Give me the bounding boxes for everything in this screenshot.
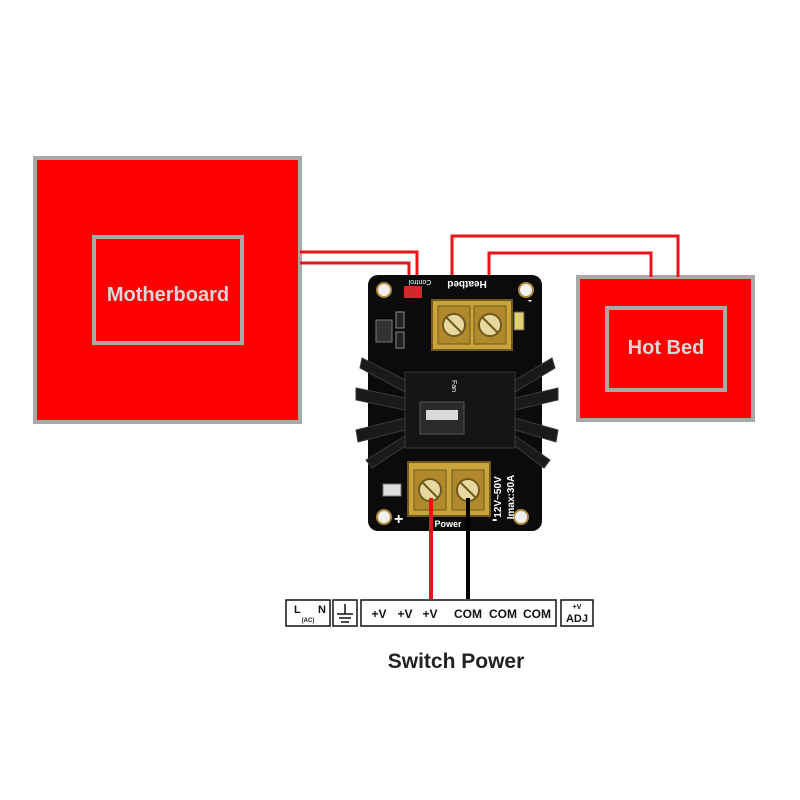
psu-v3-label: +V xyxy=(422,607,437,621)
heatbed-silkscreen: Heatbed xyxy=(447,278,486,289)
psu-adj-v-label: +V xyxy=(573,604,582,611)
heatsink xyxy=(355,357,559,469)
mount-hole xyxy=(518,282,534,298)
top-minus-sign: - xyxy=(528,293,532,307)
mosfet-module: Heatbed Control - xyxy=(355,275,559,531)
ground-icon xyxy=(337,604,353,623)
psu-l-label: L xyxy=(294,604,301,616)
psu-n-label: N xyxy=(318,604,326,616)
psu-com2-label: COM xyxy=(489,607,517,621)
heatbed-terminal xyxy=(431,299,513,351)
fan-silkscreen: Fan xyxy=(450,380,457,392)
psu-output-box xyxy=(360,599,557,627)
resistor-component xyxy=(395,311,405,329)
mount-hole xyxy=(376,282,392,298)
plus-sign: + xyxy=(394,511,403,528)
resistor-component xyxy=(395,331,405,349)
motherboard-label: Motherboard xyxy=(107,284,229,306)
psu-ac-label: (AC) xyxy=(302,618,315,624)
led-component xyxy=(375,319,393,343)
rating-voltage: 12V~50V xyxy=(493,476,504,518)
psu-adj-box xyxy=(560,599,594,627)
power-silkscreen: Power xyxy=(434,519,462,529)
hot-bed-label: Hot Bed xyxy=(628,337,705,359)
psu-adj-label: ADJ xyxy=(566,613,588,625)
psu-terminal-strip: L N (AC) +V +V +V COM COM COM +V ADJ xyxy=(285,599,594,627)
capacitor-component xyxy=(513,311,525,331)
control-header xyxy=(404,286,422,298)
diode-component xyxy=(382,483,402,497)
mount-hole xyxy=(513,509,529,525)
rating-current: Imax:30A xyxy=(506,475,517,519)
power-terminal xyxy=(407,461,491,517)
psu-com3-label: COM xyxy=(523,607,551,621)
psu-v1-label: +V xyxy=(371,607,386,621)
motherboard-block: Motherboard xyxy=(33,156,302,424)
minus-sign: - xyxy=(492,511,497,528)
psu-ac-input-box xyxy=(285,599,331,627)
hot-bed-block: Hot Bed xyxy=(576,275,755,422)
mount-hole xyxy=(376,509,392,525)
psu-v2-label: +V xyxy=(397,607,412,621)
switch-power-label: Switch Power xyxy=(388,650,525,673)
control-silkscreen: Control xyxy=(408,278,431,285)
psu-com1-label: COM xyxy=(454,607,482,621)
